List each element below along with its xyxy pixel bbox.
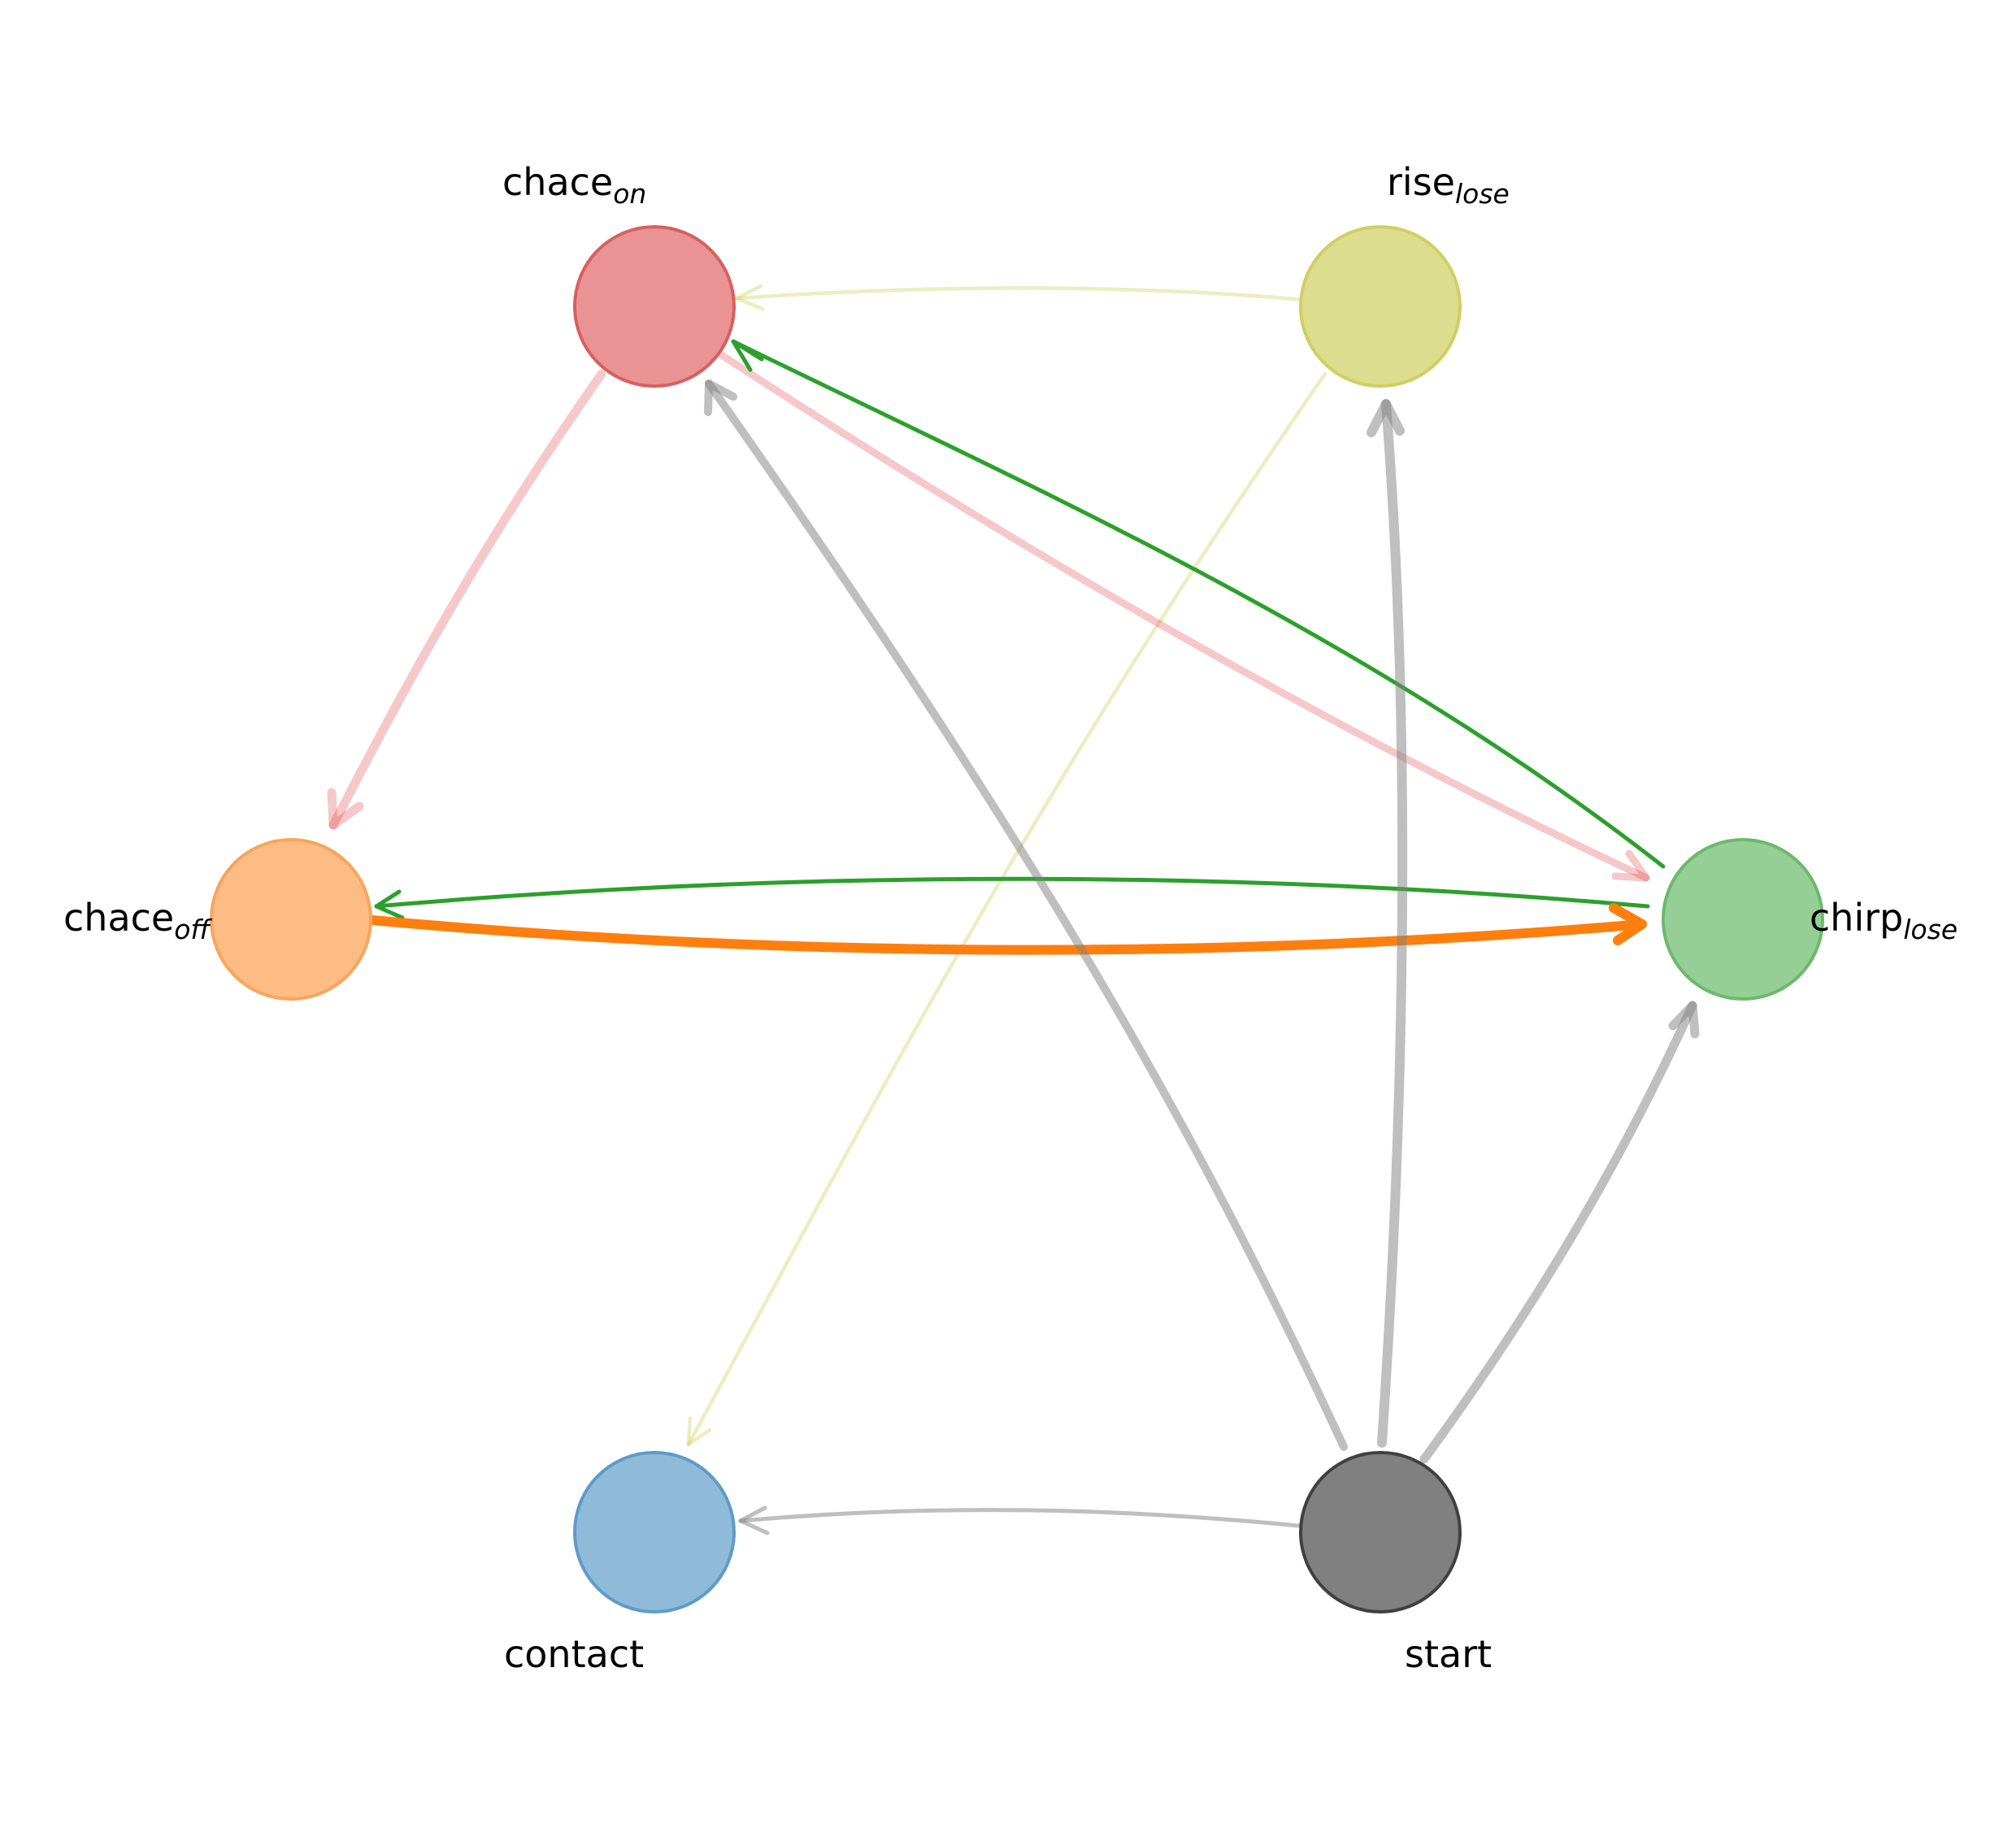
edge-start-to-chace-on xyxy=(705,380,1348,1451)
edge-start-to-rise-lose xyxy=(1377,399,1408,1448)
edge-start-to-contact-arrowhead xyxy=(738,1505,770,1535)
edge-rise-lose-to-chace-on xyxy=(734,286,1300,302)
label-chace-on: chaceon xyxy=(502,160,646,210)
edge-chirp-lose-to-chace-off xyxy=(374,876,1650,909)
edge-rise-lose-to-contact-arrowhead xyxy=(686,1416,712,1447)
edge-start-to-chirp-lose-arrowhead xyxy=(1668,1001,1700,1039)
edge-start-to-chirp-lose xyxy=(1419,1001,1697,1464)
edge-rise-lose-to-contact xyxy=(686,371,1327,1447)
edge-chace-on-to-chace-off-arrowhead xyxy=(327,788,364,830)
edge-start-to-contact xyxy=(738,1508,1301,1528)
edge-chace-on-to-chirp-lose-arrowhead xyxy=(1611,849,1650,882)
edge-start-to-chace-on-arrowhead xyxy=(704,380,737,416)
edge-chirp-lose-to-chace-on xyxy=(731,339,1666,869)
edge-chirp-lose-to-chace-on-arrowhead xyxy=(731,339,764,372)
label-contact: contact xyxy=(504,1632,644,1676)
edge-chace-off-to-chirp-lose-arrowhead xyxy=(1609,903,1647,945)
label-start: start xyxy=(1405,1632,1492,1676)
label-rise-lose: riselose xyxy=(1387,160,1510,210)
edge-chirp-lose-to-chace-off-arrowhead xyxy=(374,889,405,920)
node-contact[interactable] xyxy=(573,1451,736,1613)
node-chace-off[interactable] xyxy=(210,838,372,1001)
edge-chace-on-to-chace-off xyxy=(328,369,606,830)
labels-layer: chaceon riselose chaceoff chirplose cont… xyxy=(63,160,1957,1676)
node-start[interactable] xyxy=(1299,1451,1462,1613)
edge-chace-on-to-chirp-lose xyxy=(718,351,1650,882)
edge-rise-lose-arrowhead xyxy=(734,284,765,311)
node-rise-lose[interactable] xyxy=(1299,225,1462,388)
label-chace-off: chaceoff xyxy=(63,896,212,945)
edges-layer xyxy=(327,284,1700,1535)
node-chirp-lose[interactable] xyxy=(1662,838,1824,1001)
node-chace-on[interactable] xyxy=(573,225,736,388)
nodes-layer xyxy=(210,225,1824,1613)
label-chirp-lose: chirplose xyxy=(1810,896,1957,945)
edge-chace-off-to-chirp-lose xyxy=(367,915,1647,955)
edge-start-to-rise-lose-arrowhead xyxy=(1366,399,1405,437)
